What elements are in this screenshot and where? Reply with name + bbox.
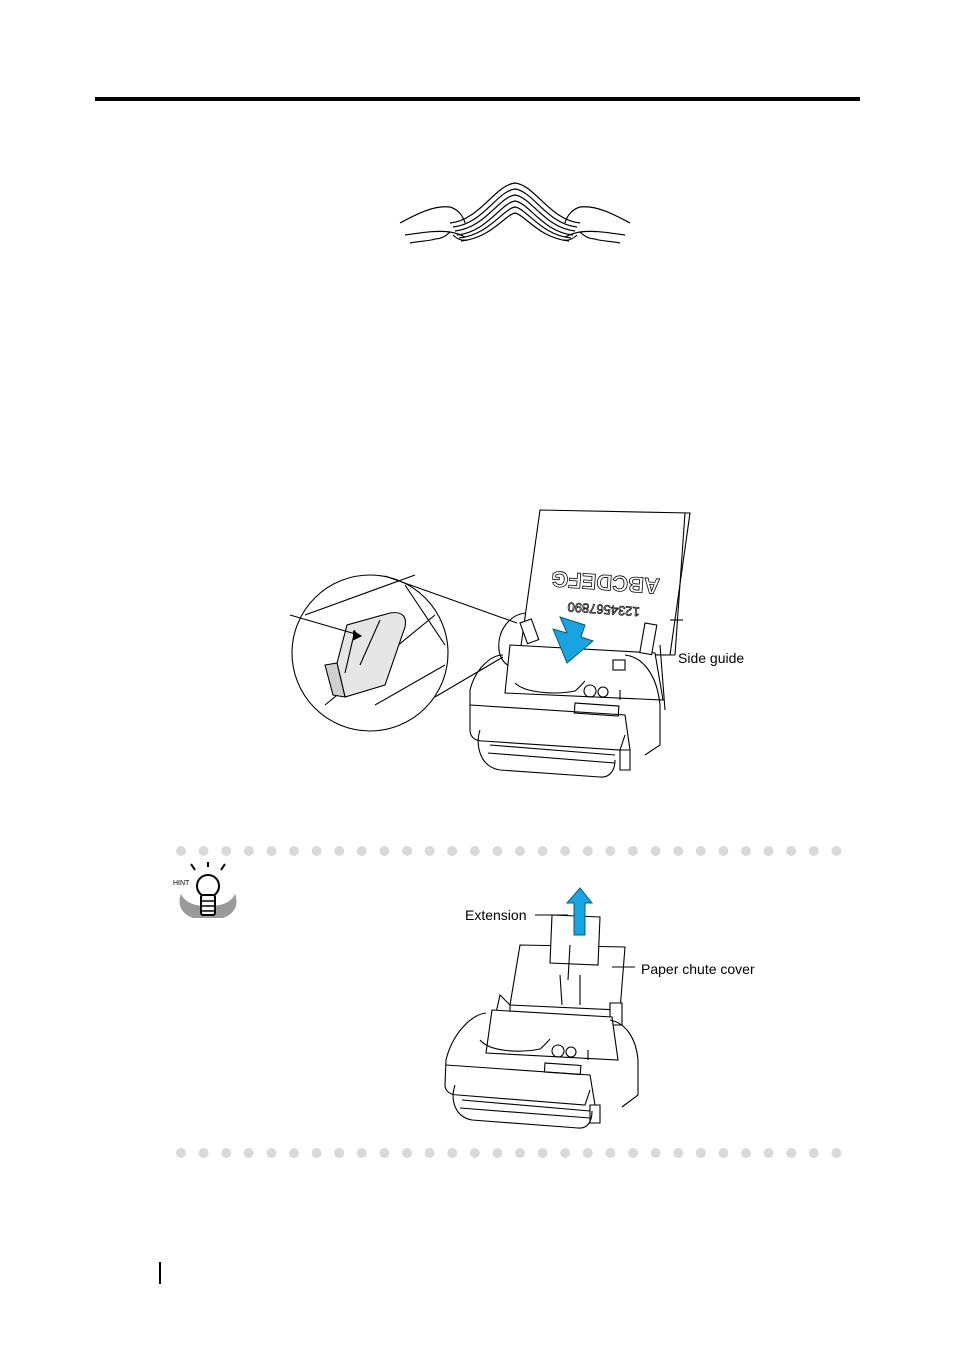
extension-label: Extension (465, 907, 527, 923)
separator-dot (786, 846, 797, 856)
separator-dot (741, 846, 751, 856)
separator-dot (221, 1148, 232, 1158)
separator-dot (650, 846, 661, 856)
separator-dot (402, 846, 412, 856)
separator-dot (582, 846, 593, 856)
separator-dot (537, 846, 548, 856)
separator-dot (763, 846, 774, 856)
separator-dot (176, 1148, 186, 1158)
separator-dot (786, 1148, 797, 1158)
extension-pull-arrow-icon (565, 887, 594, 936)
separator-dot (605, 1148, 616, 1158)
separator-dot (831, 1148, 842, 1158)
separator-dot (808, 846, 819, 856)
separator-dot (198, 846, 209, 856)
scanner-extension-illustration: Extension Paper chute cover (440, 885, 770, 1135)
separator-dot (605, 846, 616, 856)
scanner-drawing: 1234567890 ABCDEFG (289, 509, 691, 778)
scanner-loading-illustration: 1234567890 ABCDEFG Side guide (285, 505, 765, 790)
separator-dot (763, 1148, 774, 1158)
separator-dot (718, 1148, 729, 1158)
paper-chute-cover-label: Paper chute cover (641, 961, 755, 977)
separator-dot (221, 846, 232, 856)
separator-dot (447, 846, 458, 856)
footer-margin-bar (159, 1262, 161, 1284)
hint-icon: HINT (173, 862, 243, 924)
separator-dot (424, 846, 435, 856)
scanner-extension-drawing (444, 887, 639, 1129)
separator-dot (673, 846, 684, 856)
separator-dot (289, 846, 299, 856)
separator-dot (356, 846, 367, 856)
separator-dot (650, 1148, 661, 1158)
separator-dot (356, 1148, 367, 1158)
separator-dot (447, 1148, 458, 1158)
separator-dot (334, 1148, 345, 1158)
separator-dot (695, 846, 706, 856)
hint-top-dotted-rule (176, 846, 842, 856)
separator-dot (243, 1148, 254, 1158)
separator-dot (379, 846, 390, 856)
separator-dot (198, 1148, 209, 1158)
separator-dot (424, 1148, 435, 1158)
separator-dot (695, 1148, 706, 1158)
separator-dot (537, 1148, 548, 1158)
separator-dot (492, 1148, 503, 1158)
separator-dot (492, 846, 503, 856)
separator-dot (741, 1148, 751, 1158)
separator-dot (334, 846, 345, 856)
separator-dot (628, 846, 638, 856)
separator-dot (311, 846, 322, 856)
separator-dot (808, 1148, 819, 1158)
separator-dot (266, 1148, 277, 1158)
hint-bottom-dotted-rule (176, 1148, 842, 1158)
separator-dot (289, 1148, 299, 1158)
hint-icon-text: HINT (173, 880, 190, 887)
separator-dot (718, 846, 729, 856)
header-rule (95, 97, 860, 101)
separator-dot (469, 1148, 480, 1158)
separator-dot (402, 1148, 412, 1158)
separator-dot (560, 846, 571, 856)
separator-dot (515, 846, 525, 856)
separator-dot (266, 846, 277, 856)
separator-dot (831, 846, 842, 856)
separator-dot (515, 1148, 525, 1158)
load-direction-arrow-icon (552, 616, 595, 664)
side-guide-label: Side guide (678, 650, 745, 666)
separator-dot (243, 846, 254, 856)
separator-dot (379, 1148, 390, 1158)
separator-dot (469, 846, 480, 856)
separator-dot (176, 846, 186, 856)
fan-paper-illustration (399, 182, 631, 244)
separator-dot (673, 1148, 684, 1158)
separator-dot (582, 1148, 593, 1158)
paper-text-numbers: 1234567890 (567, 599, 640, 619)
separator-dot (560, 1148, 571, 1158)
separator-dot (311, 1148, 322, 1158)
separator-dot (628, 1148, 638, 1158)
